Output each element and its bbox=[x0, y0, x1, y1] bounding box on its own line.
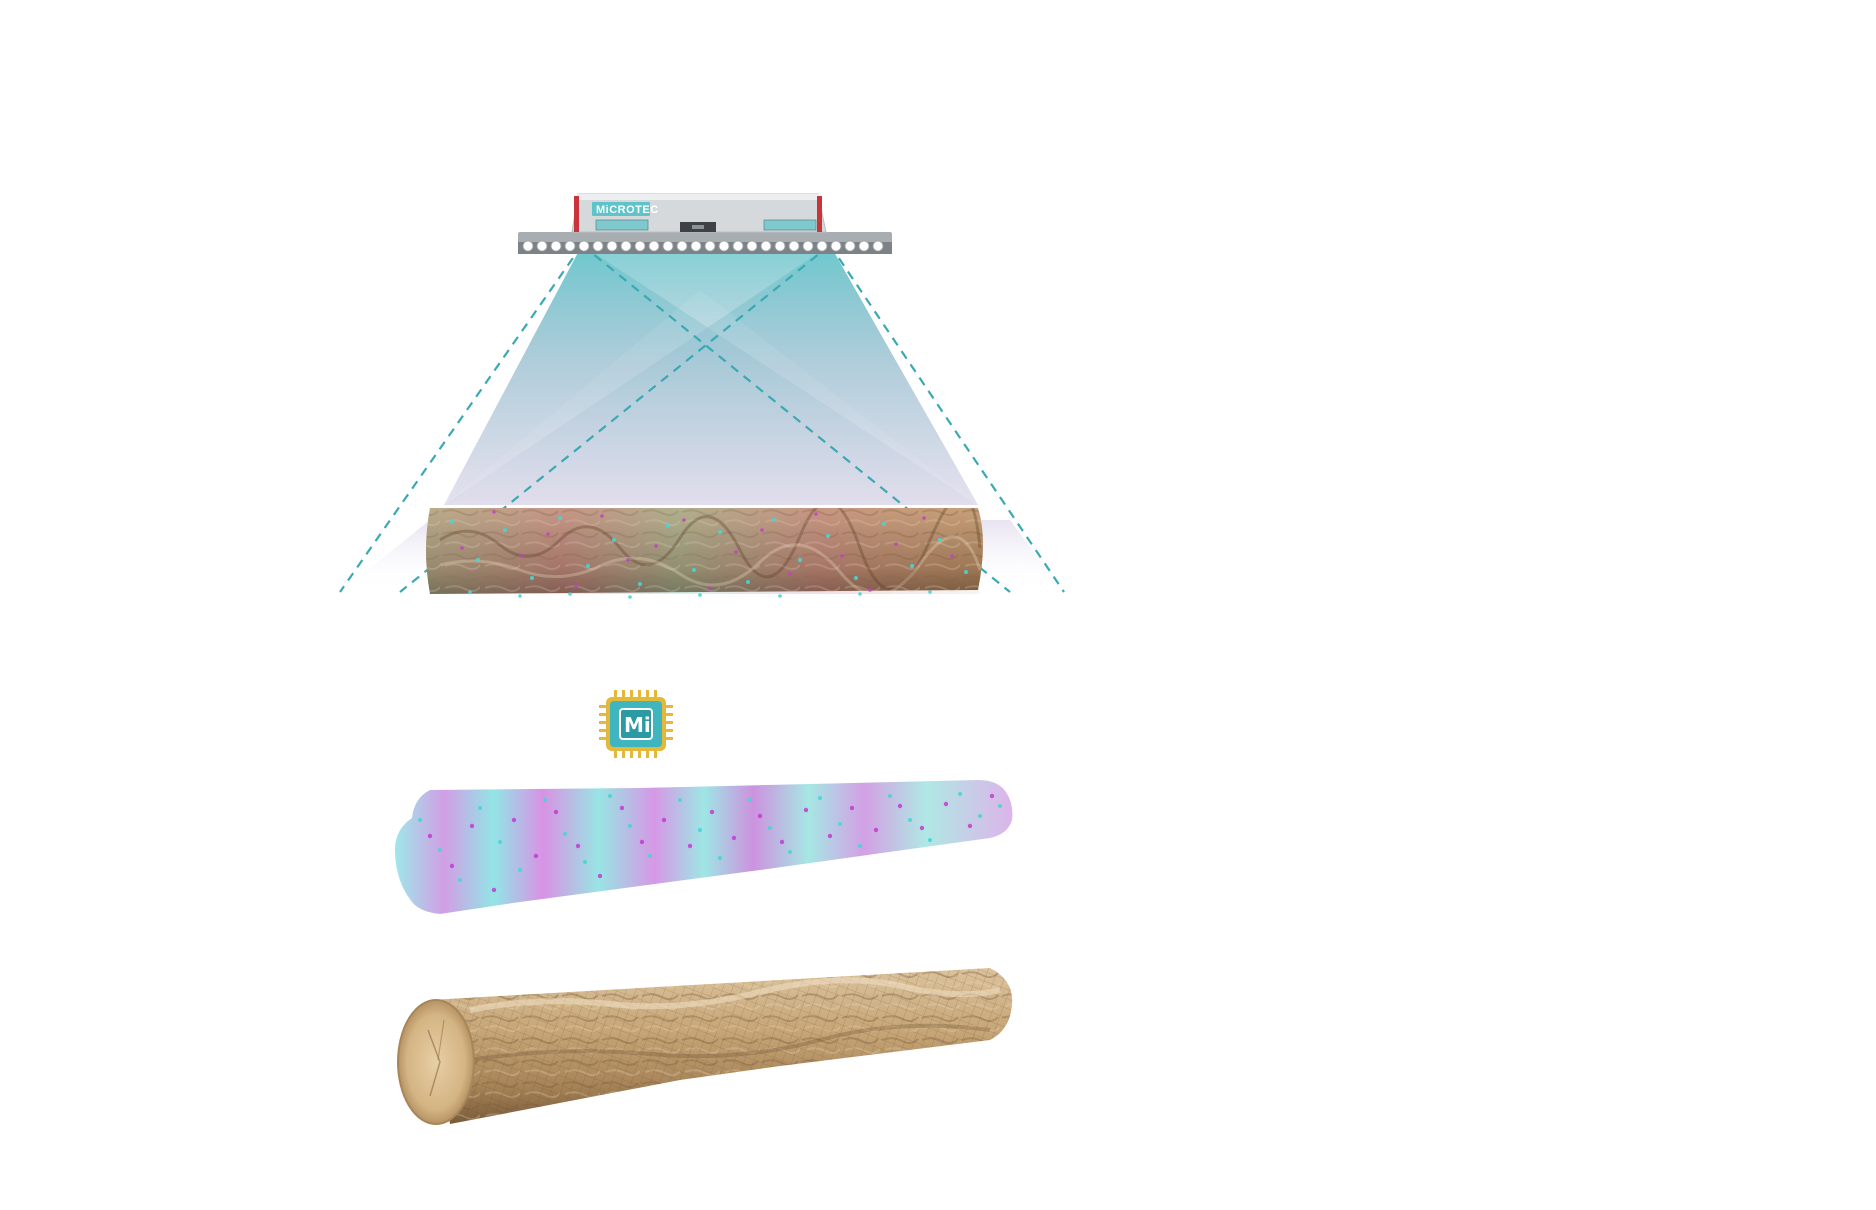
point-cloud-log bbox=[394, 780, 1013, 914]
processor-chip-icon: Mi bbox=[599, 690, 673, 758]
scanner-beams bbox=[444, 245, 978, 505]
scanner-led-row bbox=[522, 240, 884, 252]
scanner-brand-label: MiCROTEC bbox=[596, 204, 659, 216]
log-end-cut bbox=[397, 999, 475, 1125]
microtec-scanner: MiCROTEC bbox=[518, 193, 892, 254]
beam-edge-lines bbox=[339, 244, 1065, 593]
scan-point-speckles bbox=[450, 510, 968, 599]
chip-label: Mi bbox=[624, 713, 651, 737]
point-cloud-dots bbox=[418, 792, 1002, 893]
meshed-log-model bbox=[397, 968, 1013, 1125]
scanned-log bbox=[426, 508, 983, 599]
